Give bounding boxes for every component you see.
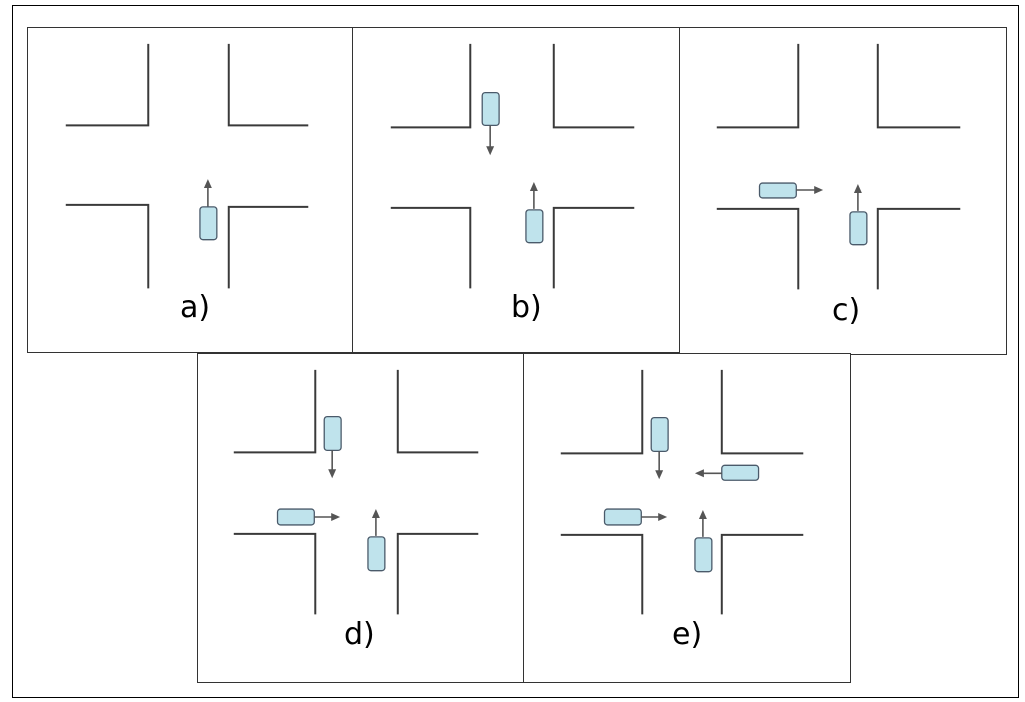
curb-bottom-left — [390, 206, 472, 289]
curb-bottom-right — [552, 206, 635, 289]
intersection-b — [390, 43, 635, 289]
curb-top-right — [552, 43, 635, 129]
car-southbound — [323, 415, 342, 452]
car-eastbound — [276, 508, 315, 526]
curb-top-left — [716, 43, 800, 129]
arrowhead-east — [331, 513, 341, 521]
panel-c: c) — [679, 27, 1007, 355]
curb-bottom-left — [560, 533, 644, 615]
car-northbound — [525, 209, 544, 244]
curb-top-left — [390, 43, 472, 129]
curb-bottom-right — [396, 532, 479, 615]
curb-bottom-left — [716, 207, 800, 290]
curb-bottom-left — [233, 532, 317, 615]
intersection-c — [716, 43, 961, 290]
panel-d: d) — [197, 353, 526, 683]
curb-top-right — [227, 43, 309, 127]
car-northbound — [199, 206, 218, 241]
arrowhead-north — [853, 184, 862, 193]
car-northbound — [694, 537, 713, 573]
car-northbound — [849, 211, 868, 246]
curb-top-right — [876, 43, 961, 129]
arrowhead-north — [203, 179, 212, 189]
curb-bottom-right — [720, 533, 804, 615]
panel-a: a) — [27, 27, 354, 353]
arrowhead-west — [694, 469, 704, 478]
panel-label: b) — [511, 290, 542, 325]
arrowhead-east — [658, 513, 668, 521]
curb-bottom-left — [65, 203, 150, 289]
car-northbound — [367, 536, 386, 572]
panel-e: e) — [523, 353, 851, 683]
arrowhead-south — [328, 469, 337, 479]
arrowhead-north — [698, 510, 707, 519]
arrowhead-north — [529, 182, 538, 191]
curb-bottom-right — [876, 207, 961, 290]
curb-top-right — [396, 369, 479, 454]
curb-top-right — [720, 369, 804, 455]
curb-top-left — [560, 369, 644, 455]
panel-label: e) — [672, 617, 703, 652]
curb-top-left — [233, 369, 317, 454]
car-westbound — [721, 464, 760, 481]
car-eastbound — [758, 182, 797, 199]
panel-label: d) — [344, 617, 375, 652]
figure-frame — [12, 5, 1019, 698]
car-southbound — [481, 91, 500, 127]
arrowhead-south — [486, 146, 495, 156]
arrowhead-north — [371, 509, 380, 518]
car-southbound — [650, 416, 669, 453]
panel-b: b) — [352, 27, 681, 353]
arrowhead-east — [814, 186, 824, 194]
car-eastbound — [603, 508, 642, 526]
intersection-e — [560, 369, 804, 615]
intersection-a — [65, 43, 309, 289]
intersection-d — [233, 369, 479, 615]
curb-top-left — [65, 43, 150, 127]
panel-label: c) — [832, 293, 861, 328]
curb-bottom-right — [227, 205, 309, 289]
panel-label: a) — [180, 290, 211, 325]
arrowhead-south — [655, 470, 664, 480]
